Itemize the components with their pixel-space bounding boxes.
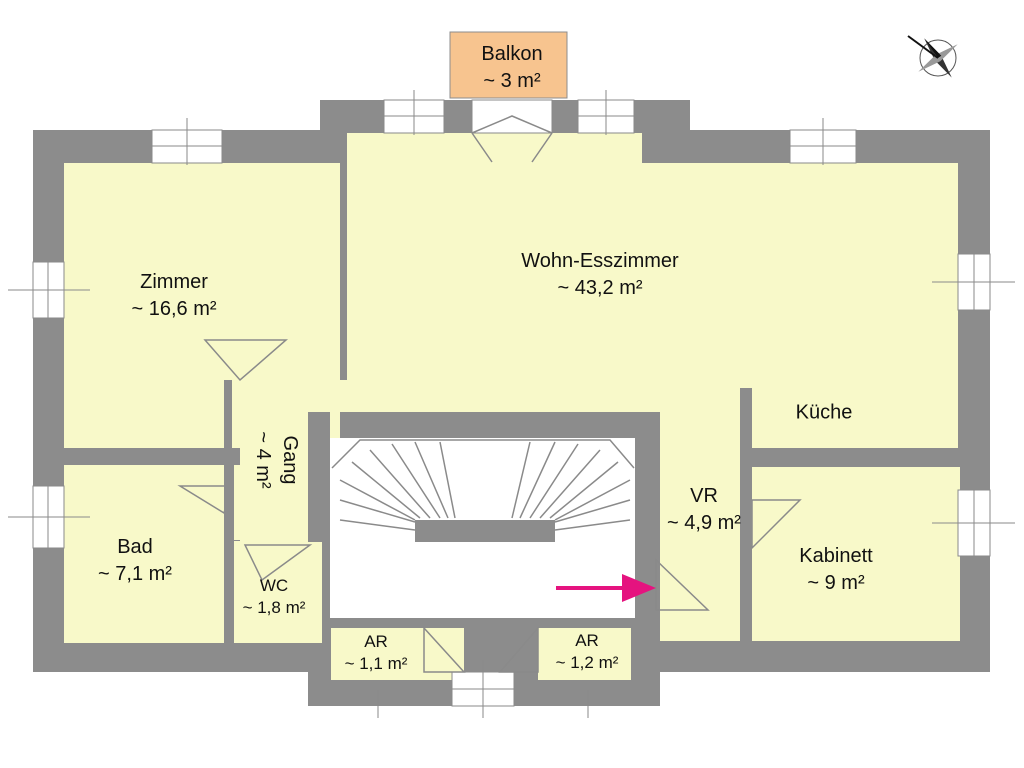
room-name: Gang xyxy=(279,435,301,485)
room-label-wohn-esszimmer: Wohn-Esszimmer ~ 43,2 m² xyxy=(521,248,678,302)
room-area: ~ 16,6 m² xyxy=(131,298,217,320)
room-name: Balkon xyxy=(481,43,543,65)
room-name: AR xyxy=(575,631,599,650)
room-area: ~ 1,1 m² xyxy=(344,654,408,673)
room-label-gang: Gang ~ 4 m² xyxy=(249,431,303,488)
room-label-balkon: Balkon ~ 3 m² xyxy=(481,41,542,95)
room-label-wc: WC ~ 1,8 m² xyxy=(243,575,306,619)
room-name: Zimmer xyxy=(140,271,208,293)
window-extension-lines xyxy=(8,90,1015,718)
compass-rose-icon xyxy=(907,35,958,78)
room-name: Kabinett xyxy=(799,545,873,567)
room-kabinett xyxy=(752,467,960,641)
interior-walls xyxy=(64,163,958,643)
room-label-ar-right: AR ~ 1,2 m² xyxy=(556,630,619,674)
room-area: ~ 1,8 m² xyxy=(242,598,306,617)
room-balkon xyxy=(449,31,568,99)
room-name: WC xyxy=(259,576,289,595)
room-name: VR xyxy=(690,485,718,507)
room-label-zimmer: Zimmer ~ 16,6 m² xyxy=(131,269,216,323)
room-wohn-esszimmer xyxy=(240,133,958,545)
room-label-vr: VR ~ 4,9 m² xyxy=(667,483,741,537)
room-area: ~ 3 m² xyxy=(483,70,541,92)
room-label-bad: Bad ~ 7,1 m² xyxy=(98,534,172,588)
room-wc xyxy=(234,541,322,643)
room-area: ~ 1,2 m² xyxy=(555,653,619,672)
room-name: Wohn-Esszimmer xyxy=(521,250,679,272)
room-name: AR xyxy=(364,632,388,651)
room-label-kabinett: Kabinett ~ 9 m² xyxy=(799,543,872,597)
room-label-kueche: Küche xyxy=(796,400,853,427)
room-name: Küche xyxy=(795,401,853,424)
room-area: ~ 9 m² xyxy=(807,572,865,594)
stairwell xyxy=(330,438,635,618)
room-label-ar-left: AR ~ 1,1 m² xyxy=(345,631,408,675)
entrance-arrow xyxy=(556,574,656,602)
room-area: ~ 4,9 m² xyxy=(667,512,741,534)
room-ar-right xyxy=(538,628,631,680)
room-name: Bad xyxy=(117,536,153,558)
room-area: ~ 43,2 m² xyxy=(557,277,643,299)
rooms xyxy=(64,133,960,680)
room-area: ~ 4 m² xyxy=(252,431,274,489)
room-gang xyxy=(232,380,312,540)
room-area: ~ 7,1 m² xyxy=(98,563,172,585)
room-bad xyxy=(64,465,224,643)
room-vr xyxy=(660,448,740,641)
